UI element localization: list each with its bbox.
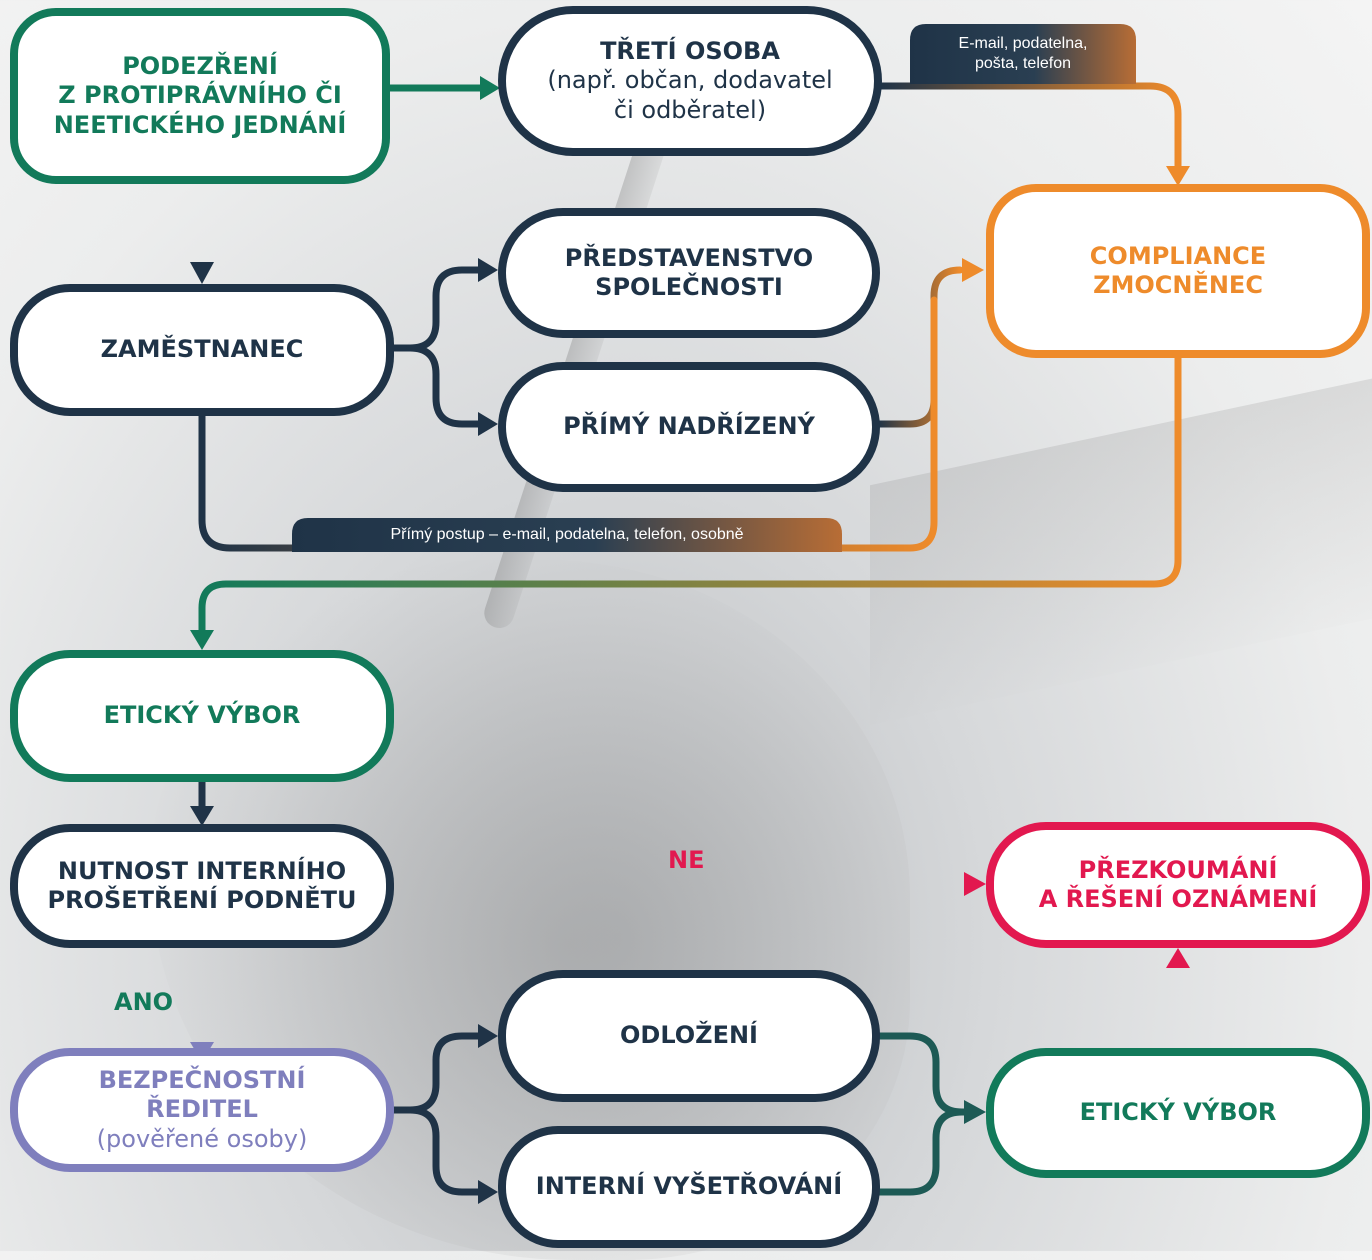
- edge-label-yes: ANO: [114, 988, 174, 1016]
- tag-direct-procedure: Přímý postup – e-mail, podatelna, telefo…: [292, 518, 842, 552]
- node-employee: ZAMĚSTNANEC: [10, 284, 394, 416]
- node-third-party: TŘETÍ OSOBA (např. občan, dodavatel či o…: [498, 6, 882, 156]
- postponement-label: ODLOŽENÍ: [620, 1021, 758, 1050]
- supervisor-label: PŘÍMÝ NADŘÍZENÝ: [563, 412, 815, 441]
- edge-postponement-ethics2: [874, 1032, 970, 1116]
- node-ethics-committee: ETICKÝ VÝBOR: [10, 650, 394, 782]
- tag-bg-direct: [292, 518, 842, 552]
- suspicion-line-2: Z PROTIPRÁVNÍHO ČI: [58, 81, 342, 110]
- internal-investigation-label: INTERNÍ VYŠETŘOVÁNÍ: [535, 1172, 843, 1201]
- node-board: PŘEDSTAVENSTVO SPOLEČNOSTI: [498, 208, 880, 338]
- edge-label-no: NE: [668, 846, 705, 874]
- edge-compliance-ethics: [198, 352, 1182, 636]
- tag-third-party-channels: E-mail, podatelna, pošta, telefon: [910, 24, 1136, 84]
- need-line-2: PROŠETŘENÍ PODNĚTU: [47, 886, 357, 914]
- third-party-sub-2: či odběratel): [613, 95, 767, 124]
- node-security-director: BEZPEČNOSTNÍ ŘEDITEL (pověřené osoby): [10, 1048, 394, 1172]
- board-line-2: SPOLEČNOSTI: [595, 273, 783, 301]
- compliance-line-2: ZMOCNĚNEC: [1093, 271, 1263, 299]
- ethics-committee-label: ETICKÝ VÝBOR: [103, 701, 301, 730]
- third-party-sub-1: (např. občan, dodavatel: [547, 66, 833, 95]
- employee-label: ZAMĚSTNANEC: [100, 335, 304, 364]
- node-supervisor: PŘÍMÝ NADŘÍZENÝ: [498, 362, 880, 492]
- security-sub: (pověřené osoby): [96, 1124, 308, 1153]
- tag-third-party-line-1: E-mail, podatelna,: [958, 35, 1088, 52]
- suspicion-line-1: PODEZŘENÍ: [122, 52, 278, 81]
- suspicion-line-3: NEETICKÉHO JEDNÁNÍ: [53, 110, 347, 139]
- edge-third-party-compliance: [876, 82, 1182, 172]
- node-internal-investigation: INTERNÍ VYŠETŘOVÁNÍ: [498, 1126, 880, 1248]
- need-line-1: NUTNOST INTERNÍHO: [57, 856, 347, 885]
- arrowheads: [190, 76, 1190, 1204]
- security-line-2: ŘEDITEL: [146, 1095, 258, 1124]
- edge-investigation-ethics2: [874, 1108, 966, 1196]
- ethics-committee-2-label: ETICKÝ VÝBOR: [1079, 1098, 1277, 1127]
- node-compliance: COMPLIANCE ZMOCNĚNEC: [986, 184, 1370, 358]
- edge-supervisor-compliance: [874, 266, 964, 428]
- tag-direct-procedure-text: Přímý postup – e-mail, podatelna, telefo…: [390, 526, 744, 543]
- review-line-1: PŘEZKOUMÁNÍ: [1078, 855, 1278, 884]
- node-ethics-committee-2: ETICKÝ VÝBOR: [986, 1048, 1370, 1178]
- node-postponement: ODLOŽENÍ: [498, 970, 880, 1102]
- compliance-line-1: COMPLIANCE: [1089, 241, 1267, 270]
- tag-bg-third-party: [910, 24, 1136, 84]
- node-review: PŘEZKOUMÁNÍ A ŘEŠENÍ OZNÁMENÍ: [986, 822, 1370, 948]
- edge-employee-branch: [386, 266, 484, 352]
- node-suspicion: PODEZŘENÍ Z PROTIPRÁVNÍHO ČI NEETICKÉHO …: [10, 8, 390, 184]
- edge-security-branch: [386, 1032, 484, 1114]
- security-line-1: BEZPEČNOSTNÍ: [98, 1066, 306, 1095]
- review-line-2: A ŘEŠENÍ OZNÁMENÍ: [1038, 885, 1318, 913]
- third-party-title: TŘETÍ OSOBA: [600, 37, 780, 66]
- node-need-investigation: NUTNOST INTERNÍHO PROŠETŘENÍ PODNĚTU: [10, 824, 394, 948]
- tag-third-party-line-2: pošta, telefon: [974, 55, 1072, 72]
- board-line-1: PŘEDSTAVENSTVO: [564, 243, 814, 272]
